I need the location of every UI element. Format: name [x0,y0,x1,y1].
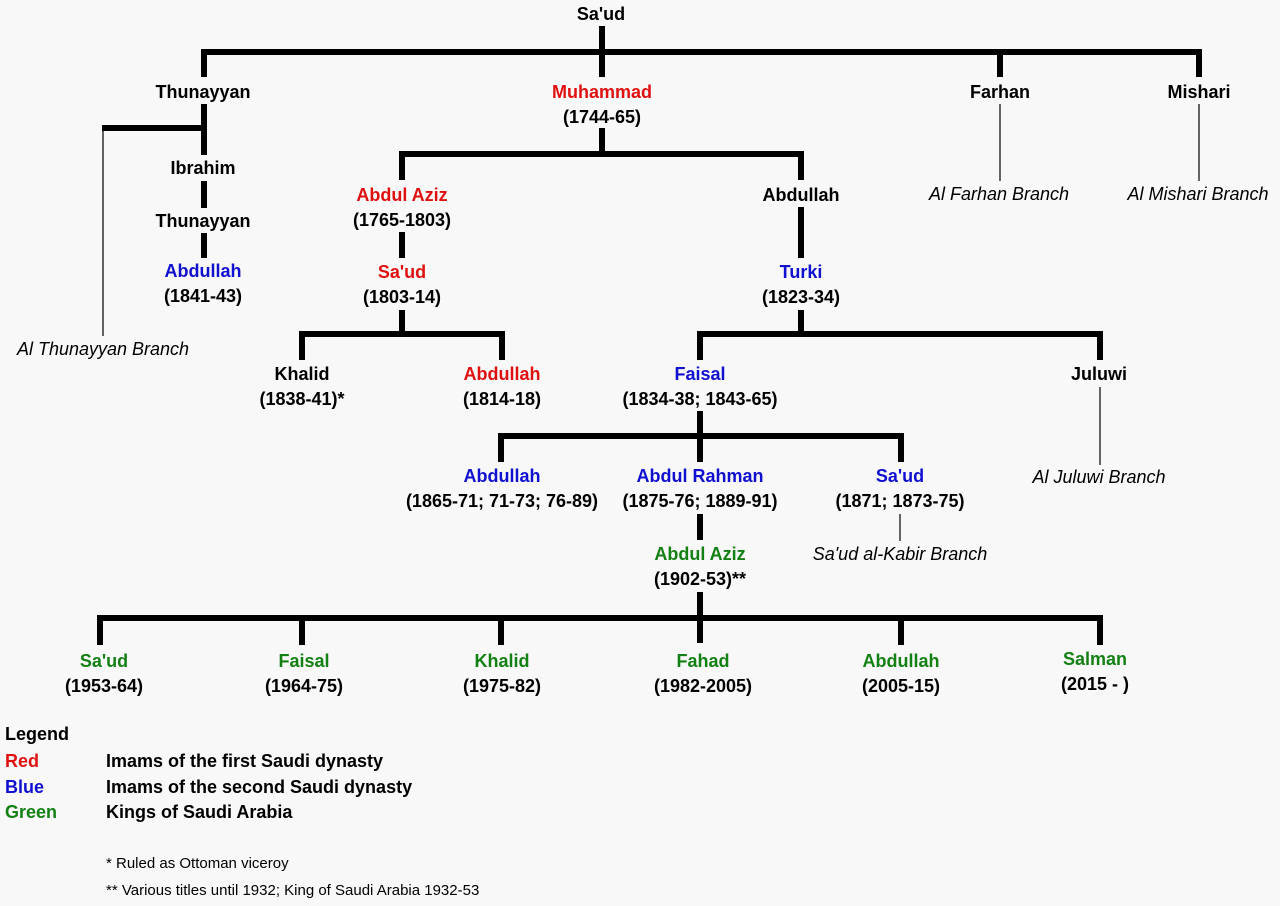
node-name: Abdul Aziz [356,185,448,205]
legend-key: Red [5,751,40,771]
node-name: Sa'ud [576,4,626,24]
node-years: (1902-53)** [653,569,747,589]
node-mishari: Mishari [1167,80,1230,105]
node-years: (1865-71; 71-73; 76-89) [405,491,599,511]
node-years: (1838-41)* [259,389,345,409]
node-khalid-1: Khalid (1838-41)* [259,362,344,412]
node-abdul-aziz-2: Abdul Aziz (1902-53)** [654,542,746,592]
node-name: Abdullah [862,651,940,671]
branch-label-juluwi: Al Juluwi Branch [1032,467,1166,487]
node-years: (1975-82) [462,676,542,696]
node-name: Abdul Rahman [636,466,764,486]
node-abdul-rahman: Abdul Rahman (1875-76; 1889-91) [622,464,777,514]
node-name: Thunayyan [155,82,251,102]
node-years: (1744-65) [562,107,642,127]
node-name: Sa'ud [875,466,925,486]
node-turki: Turki (1823-34) [762,260,840,310]
node-name: Muhammad [551,82,653,102]
node-king-fahad: Fahad (1982-2005) [654,649,752,699]
legend-label: Kings of Saudi Arabia [106,802,293,822]
node-name: Fahad [676,651,730,671]
node-years: (1964-75) [264,676,344,696]
legend-row-green: Green Kings of Saudi Arabia [5,801,292,823]
node-abdul-aziz-1: Abdul Aziz (1765-1803) [353,183,451,233]
node-king-salman: Salman (2015 - ) [1061,647,1129,697]
node-years: (1982-2005) [653,676,753,696]
node-name: Farhan [969,82,1031,102]
footnote-various-titles: ** Various titles until 1932; King of Sa… [106,882,480,899]
node-years: (1765-1803) [352,210,452,230]
node-ibrahim: Ibrahim [170,156,235,181]
node-name: Abdullah [463,466,541,486]
node-faisal-1: Faisal (1834-38; 1843-65) [622,362,777,412]
node-thunayyan-2: Thunayyan [155,209,250,234]
node-name: Mishari [1167,82,1231,102]
legend-label: Imams of the second Saudi dynasty [106,777,413,797]
branch-label-mishari: Al Mishari Branch [1127,184,1269,204]
node-abdullah-1: Abdullah (1814-18) [463,362,541,412]
legend-key: Green [5,802,58,822]
legend-title: Legend [5,724,70,744]
branch-label-thunayyan: Al Thunayyan Branch [16,339,190,359]
legend-label: Imams of the first Saudi dynasty [106,751,384,771]
node-name: Khalid [274,364,330,384]
node-name: Abdul Aziz [654,544,746,564]
node-name: Juluwi [1070,364,1128,384]
node-name: Faisal [278,651,330,671]
node-saud-2: Sa'ud (1871; 1873-75) [835,464,964,514]
node-name: Thunayyan [155,211,251,231]
branch-label-saud-kabir: Sa'ud al-Kabir Branch [812,544,988,564]
node-abdullah-2: Abdullah (1865-71; 71-73; 76-89) [406,464,598,514]
footnote-ottoman-viceroy: * Ruled as Ottoman viceroy [106,855,289,872]
node-thunayyan: Thunayyan [155,80,250,105]
node-saud-1: Sa'ud (1803-14) [363,260,441,310]
node-name: Sa'ud [377,262,427,282]
node-years: (1823-34) [761,287,841,307]
node-king-faisal: Faisal (1964-75) [265,649,343,699]
node-name: Ibrahim [170,158,236,178]
legend-row-blue: Blue Imams of the second Saudi dynasty [5,776,412,798]
node-abdullah-muhammad: Abdullah [763,183,840,208]
node-name: Sa'ud [79,651,129,671]
node-name: Abdullah [463,364,541,384]
node-name: Turki [779,262,823,282]
node-saud-root: Sa'ud [577,2,625,27]
node-name: Khalid [474,651,530,671]
node-years: (1803-14) [362,287,442,307]
branch-label-farhan: Al Farhan Branch [928,184,1070,204]
node-years: (1814-18) [462,389,542,409]
node-years: (1875-76; 1889-91) [622,491,778,511]
node-years: (1834-38; 1843-65) [622,389,778,409]
node-years: (1953-64) [64,676,144,696]
node-juluwi: Juluwi [1071,362,1127,387]
node-name: Abdullah [762,185,840,205]
node-name: Abdullah [164,261,242,281]
node-name: Faisal [674,364,726,384]
node-king-khalid: Khalid (1975-82) [463,649,541,699]
node-years: (1841-43) [163,286,243,306]
node-farhan: Farhan [970,80,1030,105]
node-name: Salman [1062,649,1128,669]
node-abdullah-thunayyan: Abdullah (1841-43) [164,259,242,309]
legend-key: Blue [5,777,45,797]
node-king-abdullah: Abdullah (2005-15) [862,649,940,699]
legend-row-red: Red Imams of the first Saudi dynasty [5,750,383,772]
node-king-saud: Sa'ud (1953-64) [65,649,143,699]
node-years: (2015 - ) [1060,674,1130,694]
node-years: (2005-15) [861,676,941,696]
node-muhammad: Muhammad (1744-65) [552,80,652,130]
node-years: (1871; 1873-75) [835,491,965,511]
